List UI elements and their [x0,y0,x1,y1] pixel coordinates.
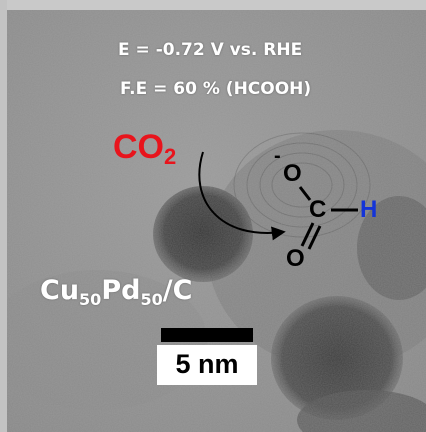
left-border [0,0,7,432]
formate-charge: - [274,145,281,167]
potential-caption: E = -0.72 V vs. RHE [118,40,303,60]
material-sub1: 50 [79,290,102,309]
top-border [0,0,426,10]
co2-subscript: 2 [164,144,177,169]
material-el1: Cu [40,275,80,306]
scale-label: 5 nm [175,349,239,379]
co2-label: CO2 [113,128,176,170]
scale-label-box [157,345,257,385]
material-el2: Pd [101,275,141,306]
atom-oxygen-top: O [283,160,302,187]
material-label: Cu50Pd50/C [40,275,192,309]
atom-oxygen-bottom: O [286,245,305,272]
material-sub2: 50 [140,290,163,309]
scale-bar [161,328,253,342]
atom-carbon: C [309,196,327,223]
atom-hydrogen: H [360,196,378,223]
faradaic-efficiency-caption: F.E = 60 % (HCOOH) [120,79,312,99]
co2-base: CO [113,128,164,166]
material-support: /C [162,275,193,306]
